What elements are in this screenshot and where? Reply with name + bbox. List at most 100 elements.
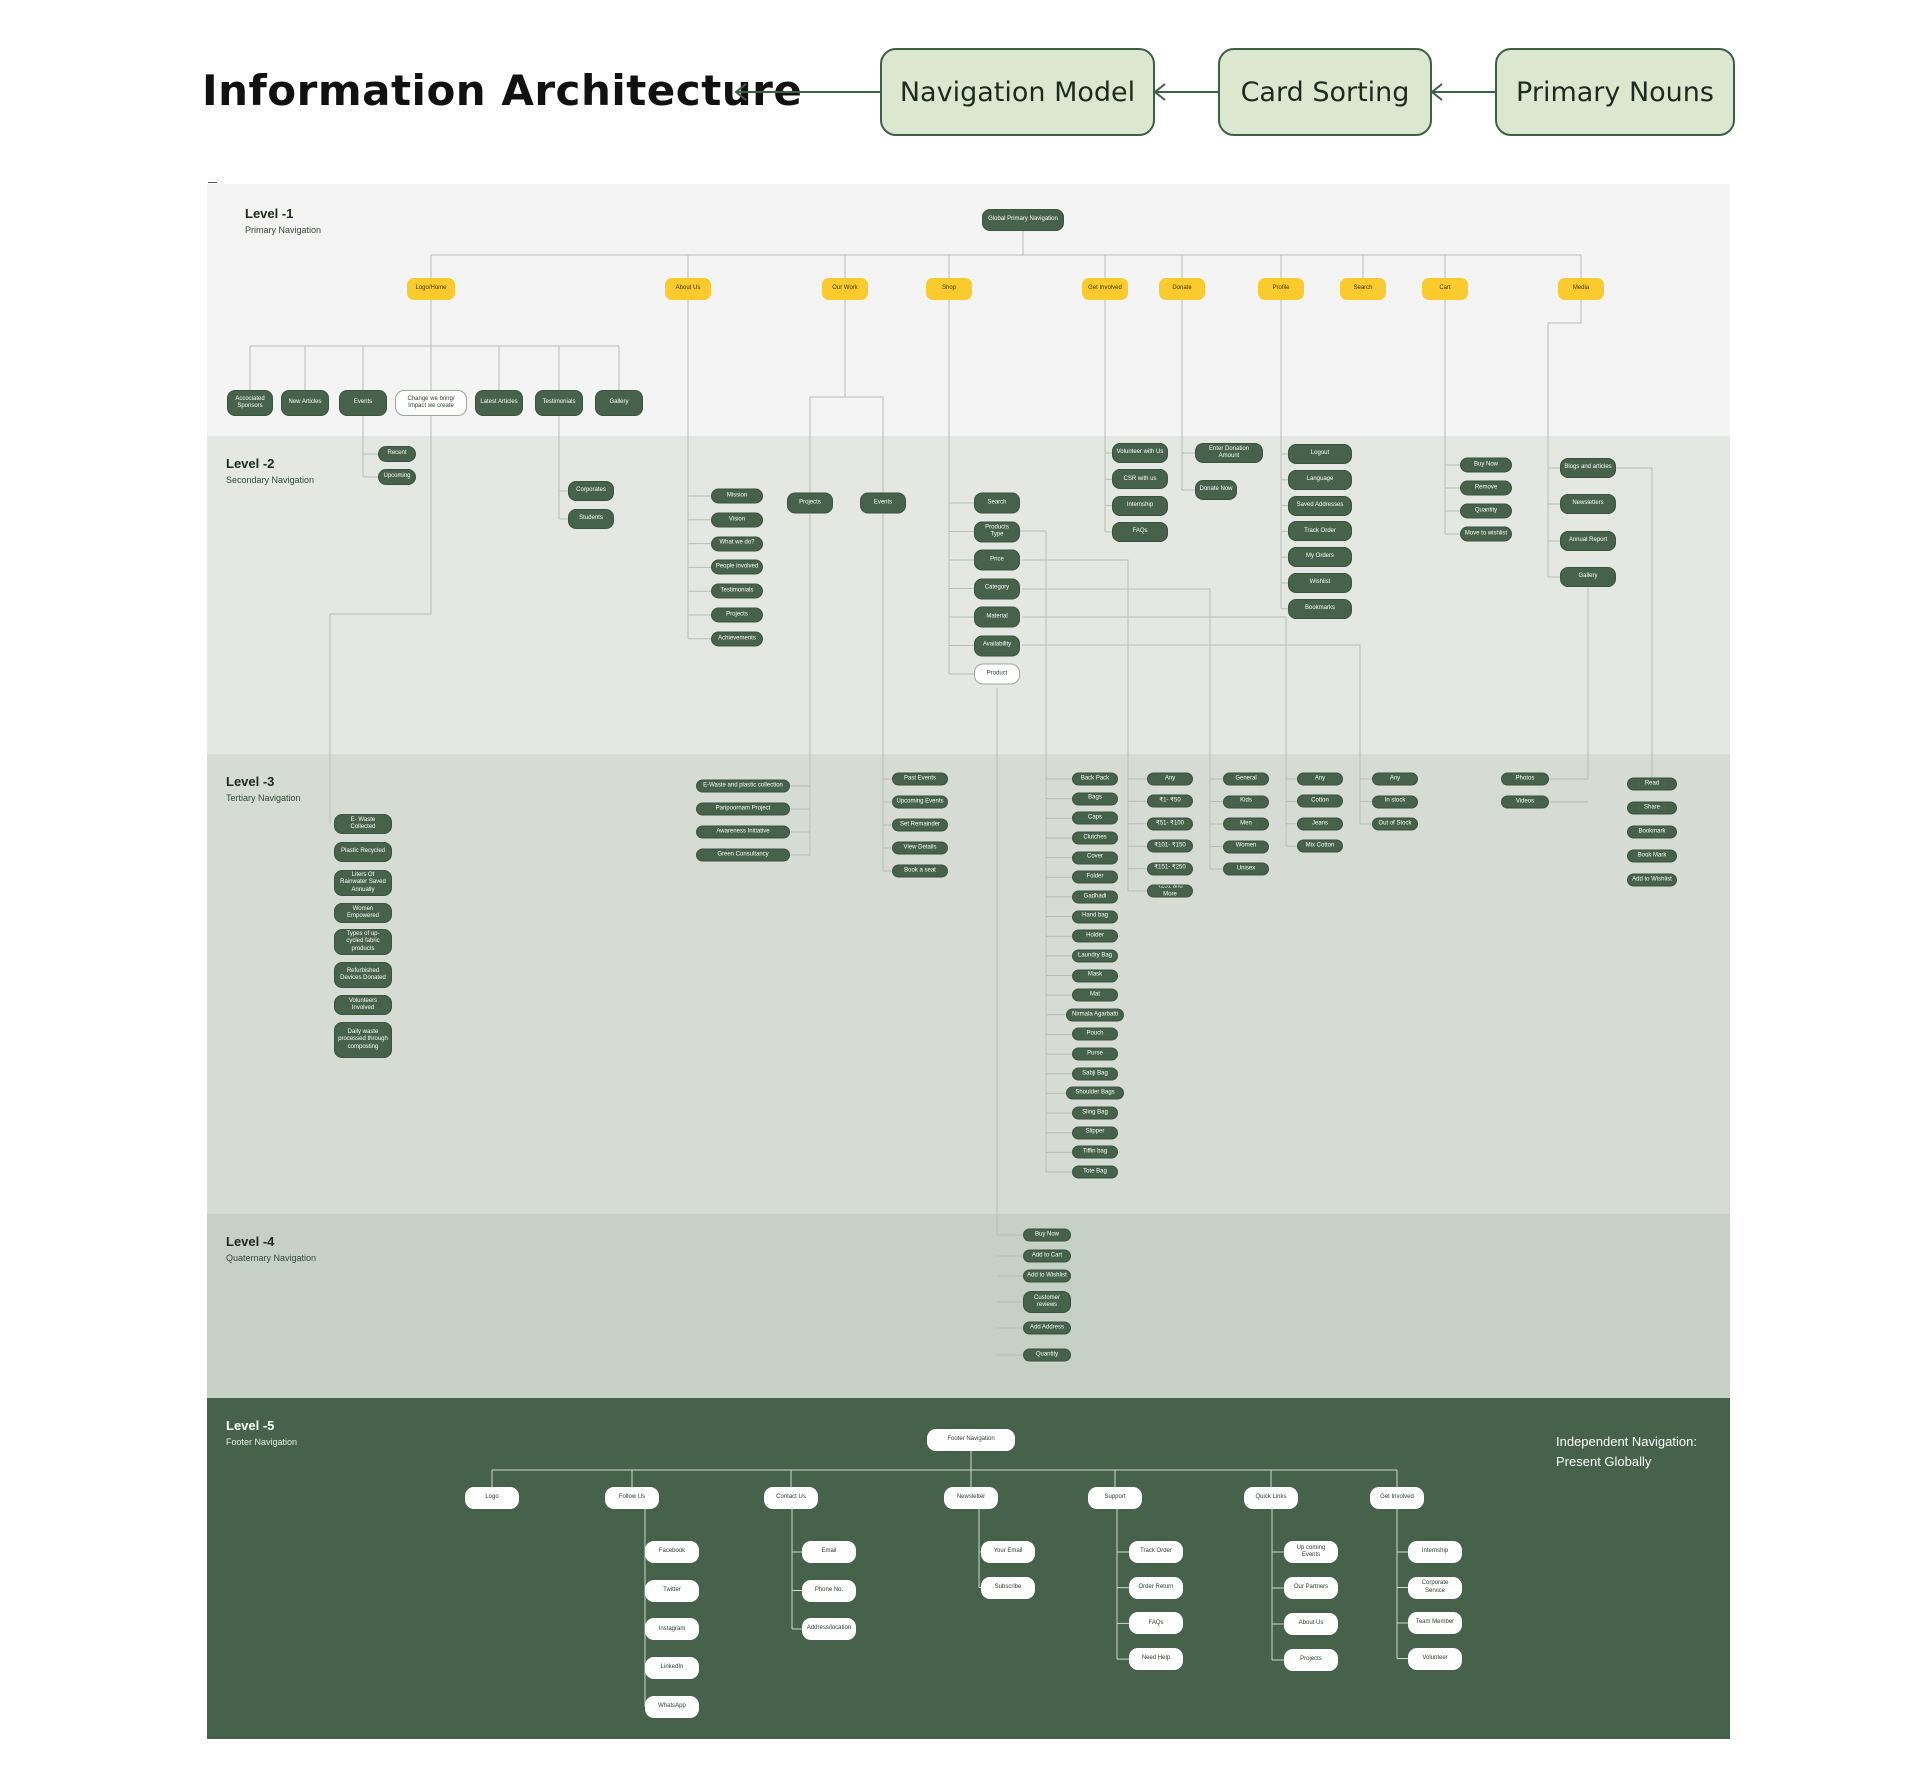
level-4-band: Level -4 Quaternary Navigation	[207, 1214, 1730, 1398]
node-donate-now: Donate Now	[1195, 480, 1237, 500]
node-photos: Photos	[1501, 772, 1549, 786]
node-team-member: Team Member	[1408, 1612, 1462, 1634]
level-5-band: Level -5 Footer Navigation	[207, 1398, 1730, 1739]
node-internship: Internship	[1408, 1541, 1462, 1563]
node-projects: Projects	[787, 492, 833, 514]
node-laundry-bag: Laundry Bag	[1072, 949, 1118, 963]
node-clutches: Clutches	[1072, 831, 1118, 845]
node-people-involved: People involved	[711, 559, 763, 575]
node-price: Price	[974, 549, 1020, 571]
node-events: Events	[339, 390, 387, 416]
node-gallery: Gallery	[1560, 567, 1616, 587]
node-email: Email	[802, 1541, 856, 1563]
node-track-order: Track Order	[1129, 1541, 1183, 1563]
node-my-orders: My Orders	[1288, 547, 1352, 568]
level-title: Level -3	[226, 774, 275, 789]
node-quantity: Quantity	[1460, 503, 1512, 519]
node-quick-links: Quick Links	[1244, 1487, 1298, 1509]
node-read: Read	[1627, 777, 1677, 791]
node-bookmarks: Bookmarks	[1288, 598, 1352, 619]
page-title: Information Architecture	[202, 66, 803, 115]
level-subtitle: Primary Navigation	[245, 225, 322, 235]
node-faqs: FAQs	[1129, 1612, 1183, 1635]
node-media: Media	[1558, 278, 1604, 300]
node-back-pack: Back Pack	[1072, 772, 1118, 786]
node-recent: Recent	[378, 446, 416, 462]
node-mask: Mask	[1072, 969, 1118, 982]
node-refurbished-devices-donated: Refurbished Devices Donated	[334, 962, 392, 988]
node-products-type: Products Type	[974, 521, 1020, 542]
node-corporate-service: Corporate Service	[1408, 1576, 1462, 1599]
node-footer-navigation: Footer Navigation	[927, 1429, 1015, 1451]
node-jeans: Jeans	[1297, 817, 1343, 831]
level-subtitle: Footer Navigation	[226, 1437, 298, 1447]
node-track-order: Track Order	[1288, 521, 1352, 542]
node-add-to-cart: Add to Cart	[1023, 1249, 1071, 1263]
level-3-band: Level -3 Tertiary Navigation	[207, 754, 1730, 1214]
node-linkedin: LinkedIn	[645, 1657, 699, 1680]
node-projects: Projects	[711, 607, 763, 623]
node-wishlist: Wishlist	[1288, 573, 1352, 593]
node-cotton: Cotton	[1297, 794, 1343, 808]
node-men: Men	[1223, 817, 1269, 831]
node-what-we-do: What we do?	[711, 536, 763, 552]
node-profile: Profile	[1258, 278, 1304, 300]
node-view-details: View Details	[892, 841, 948, 855]
node-mission: Mission	[711, 488, 763, 504]
node-phone-no: Phone No.	[802, 1579, 856, 1602]
node-unisex: Unisex	[1223, 862, 1269, 876]
node-purse: Purse	[1072, 1047, 1118, 1061]
node-book-a-seat: Book a seat	[892, 864, 948, 878]
node-tote-bag: Tote Bag	[1072, 1165, 1118, 1179]
node-folder: Folder	[1072, 870, 1118, 884]
node-women-empowered: Women Empowered	[334, 903, 392, 923]
node-global-primary-navigation: Global Primary Navigation	[982, 209, 1064, 231]
frame-tag: ▬▬▬	[208, 180, 217, 184]
node-mix-cotton: Mix Cotton	[1297, 839, 1343, 853]
node-customer-reviews: Customer reviews	[1023, 1291, 1071, 1313]
node-remove: Remove	[1460, 480, 1512, 496]
node-liters-of-rainwater-saved-annually: Liters Of Rainwater Saved Annually	[334, 870, 392, 896]
level-subtitle: Quaternary Navigation	[226, 1253, 317, 1263]
node-types-of-up-cycled-fabric-products: Types of up-cycled fabric products	[334, 929, 392, 955]
node-get-involved: Get Involved	[1370, 1487, 1424, 1509]
node-gadhadi: Gadhadi	[1072, 890, 1118, 904]
node-book-mark: Book Mark	[1627, 849, 1677, 863]
node-share: Share	[1627, 801, 1677, 815]
node-follow-us: Follow Us	[605, 1487, 659, 1509]
node-order-return: Order Return	[1129, 1576, 1183, 1599]
node-any: Any	[1297, 772, 1343, 786]
node-faqs: FAQs	[1112, 521, 1168, 542]
node-gallery: Gallery	[595, 390, 643, 416]
node-logo: Logo	[465, 1487, 519, 1509]
node-csr-with-us: CSR with us	[1112, 469, 1168, 490]
node-availability: Availability	[974, 635, 1020, 656]
node-newsletters: Newsletters	[1560, 494, 1616, 514]
node-buy-now: Buy Now	[1023, 1228, 1071, 1242]
node-any: Any	[1372, 772, 1418, 786]
node-add-to-wishlist: Add to Wishlist	[1023, 1269, 1071, 1283]
node-kids: Kids	[1223, 795, 1269, 808]
node-search: Search	[1340, 278, 1386, 300]
node-e-waste-and-plastic-collection: E-Waste and plastic collection	[696, 779, 790, 793]
node-bookmark: Bookmark	[1627, 825, 1677, 839]
node-accociated-sponsors: Accociated Sponsors	[227, 390, 273, 416]
node-cart: Cart	[1422, 278, 1468, 300]
node-pouch: Pouch	[1072, 1027, 1118, 1041]
footer-note: Independent Navigation: Present Globally	[1556, 1434, 1697, 1469]
node-facebook: Facebook	[645, 1541, 699, 1563]
level-title: Level -5	[226, 1418, 275, 1433]
node-slipper: Slipper	[1072, 1126, 1118, 1140]
node-contact-us: Contact Us	[764, 1487, 818, 1509]
node-daily-waste-processed-through-composting: Daily waste processed through composting	[334, 1022, 392, 1058]
node-projects: Projects	[1284, 1649, 1338, 1671]
node-language: Language	[1288, 469, 1352, 490]
node-out-of-stock: Out of Stock	[1372, 817, 1418, 831]
node-sling-bag: Sling Bag	[1072, 1106, 1118, 1120]
step-card-sorting: Card Sorting	[1218, 48, 1432, 136]
node-shoulder-bags: Shoulder Bags	[1066, 1086, 1124, 1100]
node-add-address: Add Address	[1023, 1321, 1071, 1335]
level-subtitle: Secondary Navigation	[226, 475, 315, 485]
node-volunteer-with-us: Volunteer with Us	[1112, 443, 1168, 463]
node-about-us: About Us	[665, 278, 711, 300]
